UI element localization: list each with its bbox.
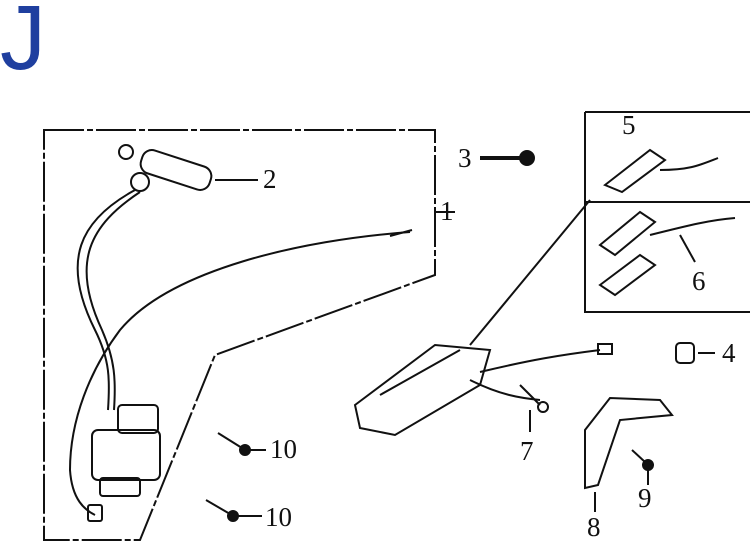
spark-plug-cap — [118, 144, 258, 192]
callout-2: 2 — [263, 164, 277, 194]
callout-6: 6 — [692, 266, 706, 296]
part-5-drawing — [603, 148, 719, 194]
controller-unit — [353, 343, 613, 437]
callout-9: 9 — [638, 483, 652, 513]
callout-3: 3 — [458, 143, 472, 173]
callout-8: 8 — [587, 512, 601, 542]
callout-10a: 10 — [270, 434, 297, 464]
group-1-frame — [43, 129, 436, 541]
callout-7: 7 — [520, 436, 534, 466]
bolt-10a — [217, 432, 266, 456]
callout-10b: 10 — [265, 502, 292, 532]
bracket-8 — [584, 396, 674, 512]
callout-5: 5 — [622, 110, 636, 140]
ground-wire — [68, 231, 411, 516]
callout-1: 1 — [440, 196, 454, 226]
ht-wire — [76, 189, 136, 411]
screw-7 — [519, 384, 549, 432]
ignition-coil — [87, 404, 161, 522]
clip-4 — [675, 342, 715, 364]
section-letter: J — [0, 0, 46, 89]
part-6-drawing — [598, 210, 736, 297]
bolt-9 — [631, 449, 654, 485]
ht-wire-2 — [85, 191, 141, 411]
callout-4: 4 — [722, 338, 736, 368]
bolt-3 — [480, 150, 535, 166]
inset-frame — [584, 111, 750, 313]
bolt-10b — [205, 499, 262, 522]
